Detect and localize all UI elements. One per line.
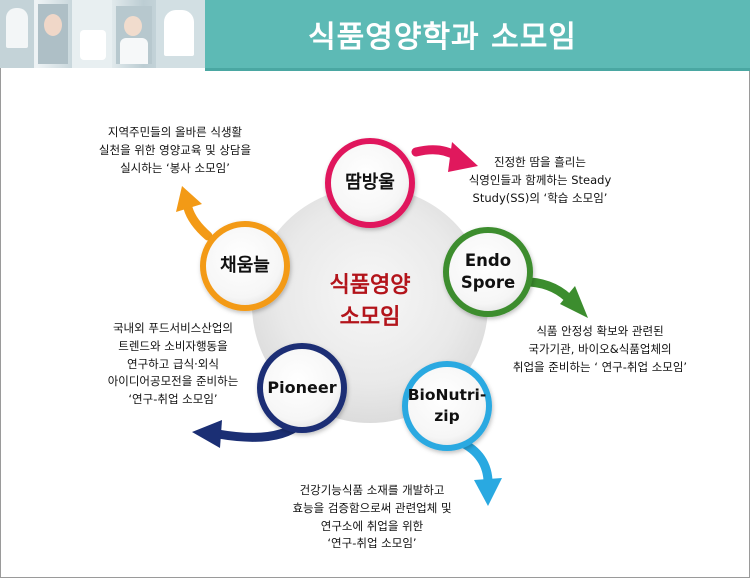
desc-line: ‘연구-취업 소모임’ (262, 535, 482, 553)
desc-line: ‘연구-취업 소모임’ (68, 391, 278, 409)
center-label: 식품영양 소모임 (285, 270, 455, 334)
center-label-line2: 소모임 (285, 302, 455, 334)
desc-line: 건강기능식품 소재를 개발하고 (262, 482, 482, 500)
desc-line: 실천을 위한 영양교육 및 상담을 (60, 142, 290, 160)
node-label-bionutrizip: BioNutri- zip (402, 364, 492, 448)
desc-line: 연구소에 취업을 위한 (262, 518, 482, 536)
center-label-line1: 식품영양 (285, 270, 455, 302)
desc-line: 취업을 준비하는 ‘ 연구-취업 소모임’ (490, 359, 710, 377)
desc-line: 실시하는 ‘봉사 소모임’ (60, 160, 290, 178)
desc-pioneer: 국내외 푸드서비스산업의 트렌드와 소비자행동을 연구하고 급식·외식 아이디어… (68, 320, 278, 409)
desc-chaeumneul: 지역주민들의 올바른 식생활 실천을 위한 영양교육 및 상담을 실시하는 ‘봉… (60, 124, 290, 177)
desc-line: 효능을 검증함으로써 관련업체 및 (262, 500, 482, 518)
desc-line: 연구하고 급식·외식 (68, 356, 278, 374)
arrowhead-pioneer (192, 420, 222, 448)
desc-bionutrizip: 건강기능식품 소재를 개발하고 효능을 검증함으로써 관련업체 및 연구소에 취… (262, 482, 482, 553)
node-label-chaeumneul: 채움늘 (203, 224, 287, 308)
desc-line: 식영인들과 함께하는 Steady (430, 172, 650, 190)
desc-line: 진정한 땀을 흘리는 (430, 154, 650, 172)
desc-line: 아이디어공모전을 준비하는 (68, 373, 278, 391)
desc-ddambangul: 진정한 땀을 흘리는 식영인들과 함께하는 Steady Study(SS)의 … (430, 154, 650, 207)
desc-endospore: 식품 안정성 확보와 관련된 국가기관, 바이오&식품업체의 취업을 준비하는 … (490, 323, 710, 376)
desc-line: 국가기관, 바이오&식품업체의 (490, 341, 710, 359)
desc-line: 식품 안정성 확보와 관련된 (490, 323, 710, 341)
desc-line: 지역주민들의 올바른 식생활 (60, 124, 290, 142)
desc-line: Study(SS)의 ‘학습 소모임’ (430, 190, 650, 208)
desc-line: 국내외 푸드서비스산업의 (68, 320, 278, 338)
node-label-ddambangul: 땀방울 (328, 141, 412, 225)
desc-line: 트렌드와 소비자행동을 (68, 338, 278, 356)
node-label-endospore: Endo Spore (446, 230, 530, 314)
